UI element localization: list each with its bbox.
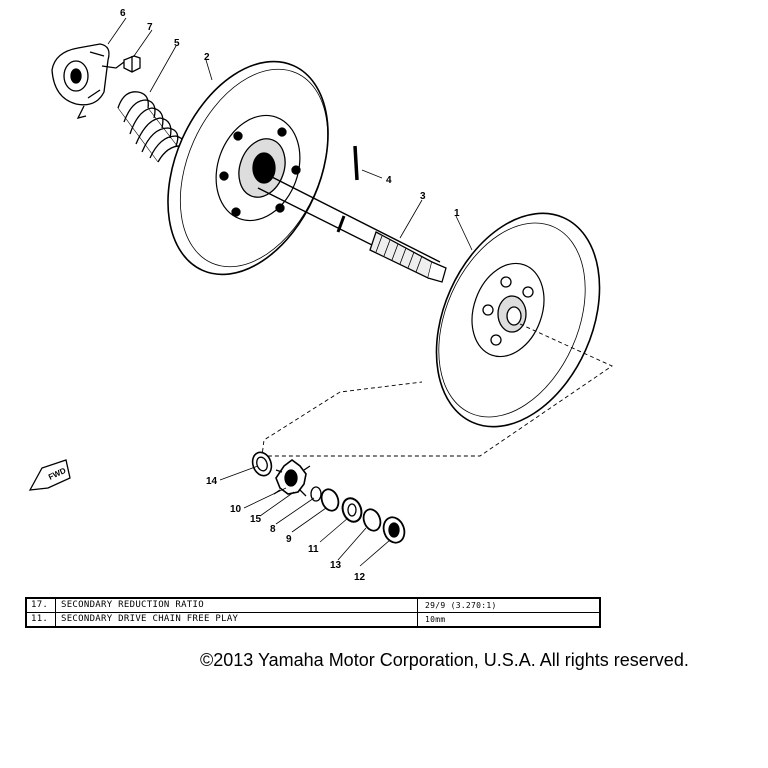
callout-6: 6: [120, 8, 126, 19]
spec-label: SECONDARY REDUCTION RATIO: [61, 600, 204, 610]
spec-index: 17.: [31, 600, 49, 610]
callout-4: 4: [386, 175, 392, 186]
callout-13: 13: [330, 560, 342, 571]
callout-8: 8: [270, 524, 276, 535]
part-12-nut: [382, 516, 406, 544]
spec-value: 29/9 (3.270:1): [425, 601, 497, 610]
part-11-bearing: [341, 497, 363, 523]
callout-11: 11: [308, 544, 319, 555]
callout-14: 14: [206, 476, 218, 487]
callout-5: 5: [174, 38, 180, 49]
spec-index: 11.: [31, 614, 49, 624]
part-8-washer: [310, 486, 322, 502]
spec-label: SECONDARY DRIVE CHAIN FREE PLAY: [61, 614, 239, 624]
callout-3: 3: [420, 191, 426, 202]
part-2-sliding-sheave: [167, 60, 329, 276]
callout-2: 2: [204, 52, 210, 63]
part-1-fixed-sheave: [435, 212, 601, 428]
spec-row: 17. SECONDARY REDUCTION RATIO 29/9 (3.27…: [27, 599, 599, 613]
part-7-bolt: [123, 55, 141, 73]
callout-7: 7: [147, 22, 153, 33]
part-6-bracket: [51, 43, 125, 119]
part-10-sprocket: [273, 459, 311, 497]
part-14-ring: [251, 451, 273, 477]
spec-row: 11. SECONDARY DRIVE CHAIN FREE PLAY 10mm: [27, 613, 599, 626]
part-3-shaft: [257, 173, 447, 283]
callout-1: 1: [454, 208, 460, 219]
part-13-ring: [362, 508, 382, 532]
exploded-parts-diagram: FWD 6 7 5 2 4 3 1 14 10 15 8 9 11 13 12: [28, 8, 613, 583]
callout-10: 10: [230, 504, 242, 515]
spec-value: 10mm: [425, 615, 446, 624]
part-9-ring: [320, 488, 340, 512]
callout-12: 12: [354, 572, 366, 583]
copyright-notice: ©2013 Yamaha Motor Corporation, U.S.A. A…: [200, 650, 689, 670]
callout-15: 15: [250, 514, 262, 525]
part-4-key: [353, 145, 359, 181]
callout-9: 9: [286, 534, 292, 545]
forward-arrow-icon: FWD: [28, 459, 71, 491]
spec-table: 17. SECONDARY REDUCTION RATIO 29/9 (3.27…: [25, 597, 601, 628]
